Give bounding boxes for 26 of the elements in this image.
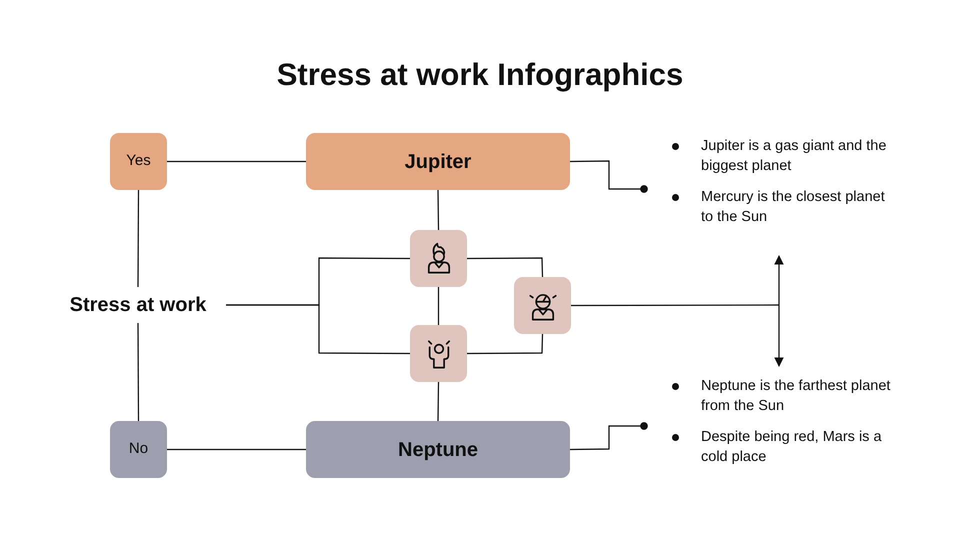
connector-line bbox=[437, 190, 440, 230]
connector-line bbox=[571, 304, 779, 306]
title: Stress at work Infographics bbox=[276, 56, 684, 94]
topic-label: Stress at work bbox=[50, 287, 226, 323]
connector-line bbox=[570, 160, 648, 193]
process-box: Jupiter bbox=[306, 133, 570, 190]
process-box: Neptune bbox=[306, 421, 570, 478]
connector-line bbox=[570, 422, 648, 450]
connector-line bbox=[226, 304, 410, 354]
decision-box: No bbox=[110, 421, 167, 478]
bullet-text: Mercury is the closest planet to the Sun bbox=[701, 188, 886, 227]
connector-line bbox=[467, 334, 544, 354]
connector-line bbox=[438, 287, 440, 325]
connector-line bbox=[437, 382, 440, 421]
connector-line bbox=[167, 448, 306, 450]
connector-line bbox=[137, 190, 140, 287]
bullet-text: Jupiter is a gas giant and the biggest planet bbox=[701, 137, 888, 176]
icon-tile bbox=[514, 277, 571, 334]
decision-box: Yes bbox=[110, 133, 167, 190]
bullet-text: Despite being red, Mars is a cold place bbox=[701, 428, 883, 467]
connector-line bbox=[167, 160, 306, 162]
connector-line bbox=[467, 257, 544, 278]
connector-line bbox=[137, 323, 140, 421]
icon-tile bbox=[410, 230, 467, 287]
icon-tile bbox=[410, 325, 467, 382]
bullet-text: Neptune is the farthest planet from the Sun bbox=[701, 377, 892, 416]
